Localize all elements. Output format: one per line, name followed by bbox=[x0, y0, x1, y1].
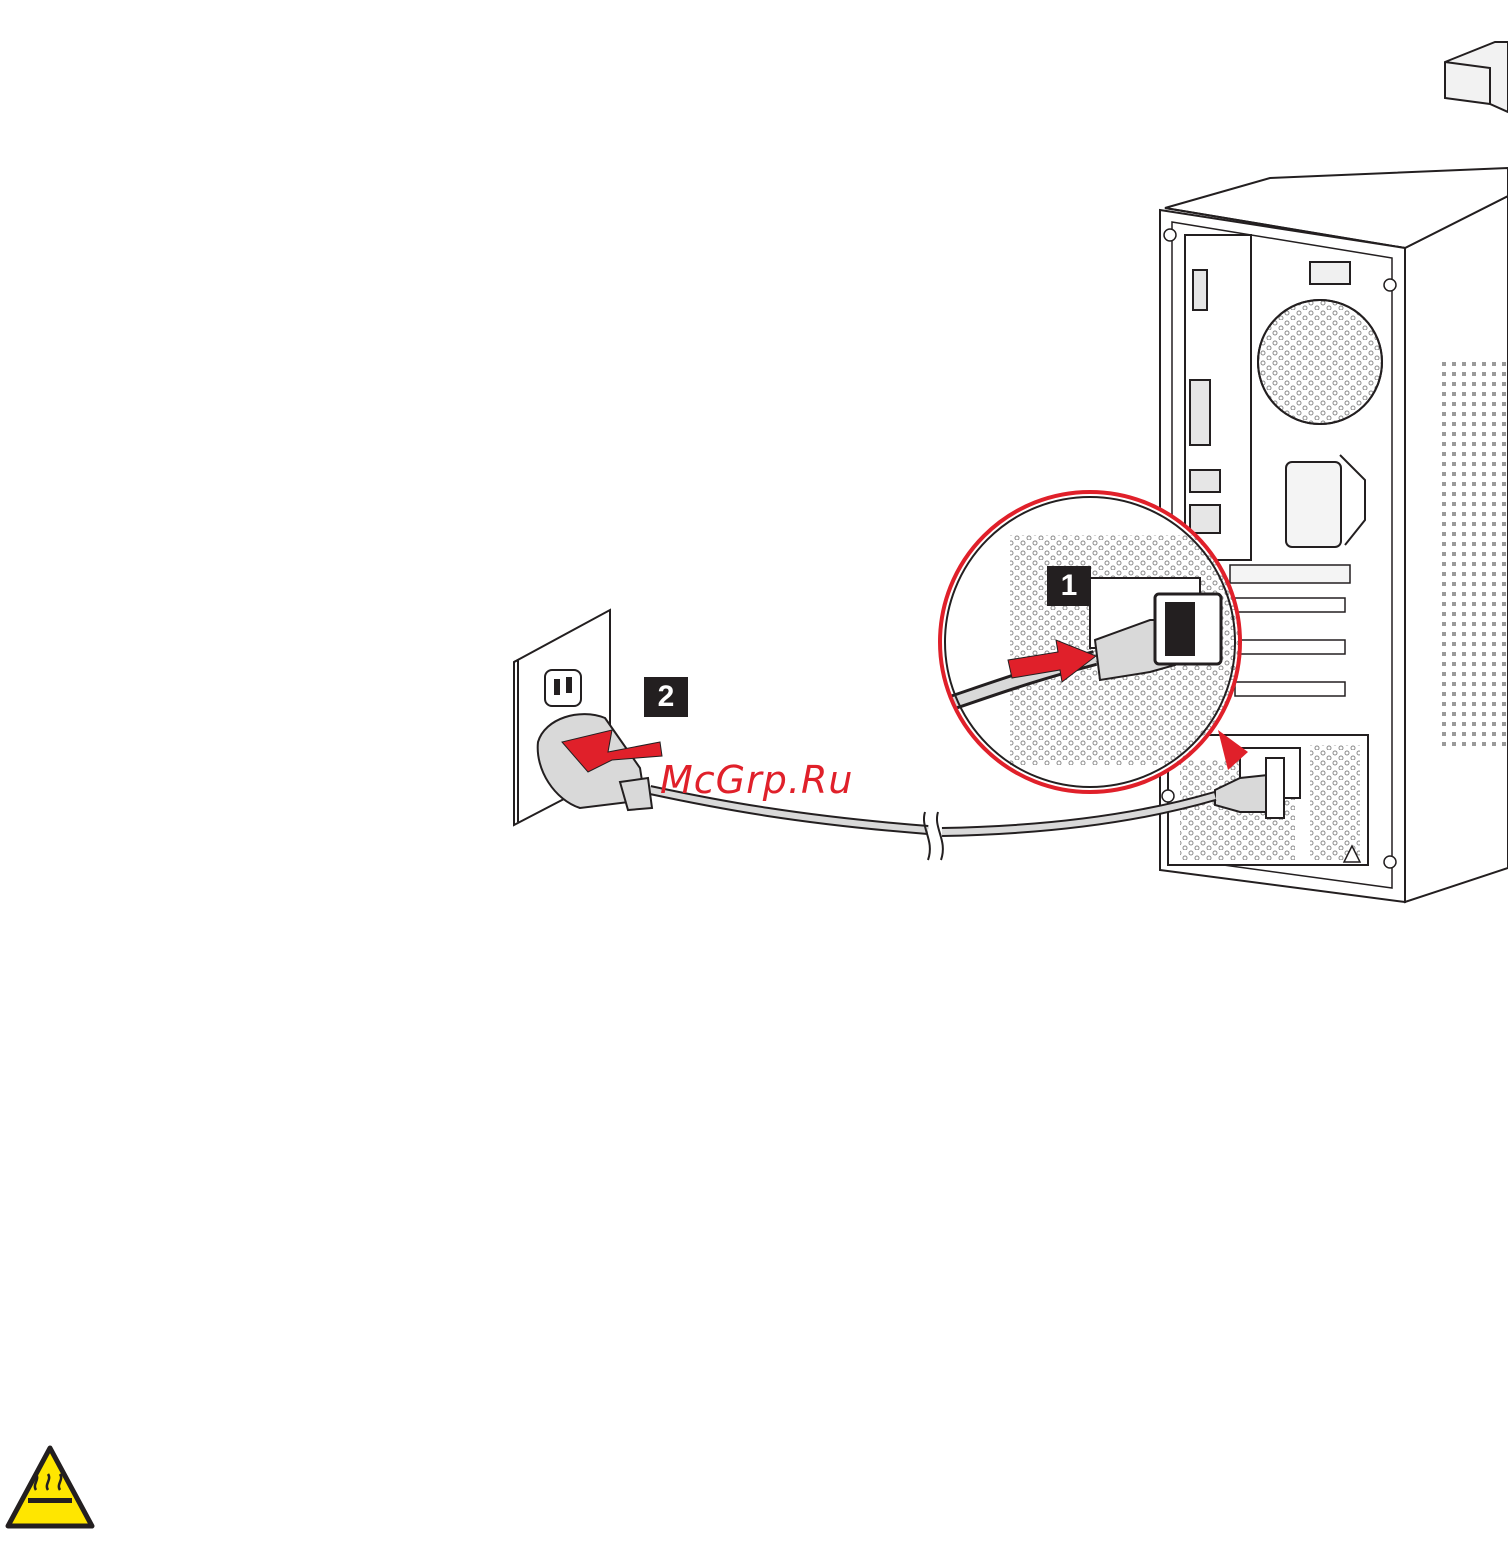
step-2-badge: 2 bbox=[644, 677, 688, 717]
computer-tower bbox=[1160, 42, 1508, 902]
watermark: McGrp.Ru bbox=[660, 758, 853, 802]
step-1-badge: 1 bbox=[1047, 566, 1091, 606]
hot-surface-warning-icon bbox=[8, 1448, 92, 1526]
